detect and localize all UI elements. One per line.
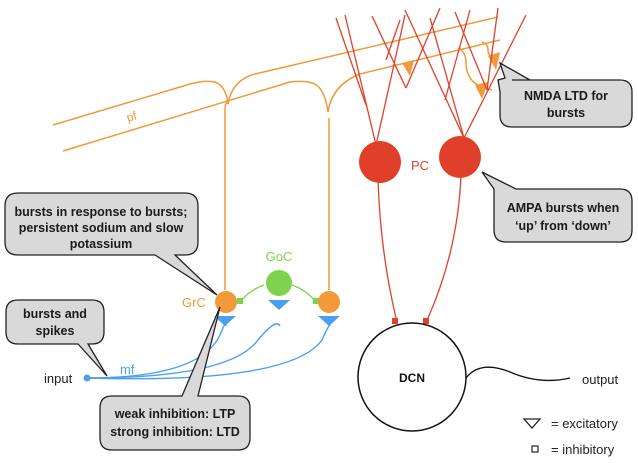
output-label: output xyxy=(582,372,619,387)
excitatory-synapse-icon xyxy=(402,60,414,76)
callout-line: AMPA bursts when xyxy=(507,201,620,215)
granule-cell-right xyxy=(318,291,340,313)
grc-axon-left xyxy=(224,102,229,290)
callout-line: bursts xyxy=(547,106,585,120)
purkinje-cell-left xyxy=(359,141,401,183)
pc-left-dendrite xyxy=(375,14,406,146)
input-terminal-icon xyxy=(83,374,91,382)
dcn-label: DCN xyxy=(399,371,425,385)
callout-inhibition: weak inhibition: LTP strong inhibition: … xyxy=(99,306,251,451)
pf-branch-1 xyxy=(457,47,493,91)
legend-excitatory-label: = excitatory xyxy=(551,416,618,431)
excitatory-legend-icon xyxy=(522,418,542,429)
pc-left-dendrite xyxy=(385,19,401,61)
parallel-fiber-upper xyxy=(52,80,229,126)
inhibitory-synapse-icon xyxy=(313,298,319,304)
parallel-fibers xyxy=(52,16,501,290)
callout-line: potassium xyxy=(70,237,133,251)
golgi-cell xyxy=(266,270,292,296)
goc-axon-right xyxy=(291,284,315,301)
pc-label: PC xyxy=(411,158,429,173)
pc-left-axon xyxy=(377,177,397,319)
pc-right-dendrite xyxy=(429,17,465,139)
input-label: input xyxy=(44,371,73,386)
callout-ampa: AMPA bursts when ‘up’ from ‘down’ xyxy=(481,171,633,243)
pc-right-axon xyxy=(427,174,462,319)
mf-label: mf xyxy=(120,362,135,377)
pc-right-dendrite xyxy=(404,9,465,139)
legend: = excitatory = inhibitory xyxy=(522,416,618,457)
pc-right-dendrite xyxy=(463,14,527,139)
callout-line: persistent sodium and slow xyxy=(19,221,184,235)
parallel-fiber-upper-right xyxy=(227,16,499,105)
callout-nmda: NMDA LTD for bursts xyxy=(497,61,633,128)
excitatory-synapse-icon xyxy=(214,316,236,326)
purkinje-cell-right xyxy=(439,136,481,178)
inhibitory-synapse-icon xyxy=(237,298,243,304)
goc-label: GoC xyxy=(266,249,293,264)
goc-axon-left xyxy=(241,284,265,301)
excitatory-synapse-icon xyxy=(268,300,290,310)
callout-line: bursts and xyxy=(23,307,87,321)
parallel-fiber-lower xyxy=(62,80,329,152)
pc-left-dendrite xyxy=(335,17,367,106)
mossy-fiber-3 xyxy=(86,324,331,380)
parallel-fiber-lower-right xyxy=(327,39,501,113)
callout-input-bursts: bursts and spikes xyxy=(5,299,108,377)
callout-line: NMDA LTD for xyxy=(524,89,608,103)
inhibitory-synapse-icon xyxy=(423,318,429,324)
pc-right-dendrite xyxy=(454,11,488,91)
inhibitory-synapse-icon xyxy=(392,318,398,324)
callout-line: ‘up’ from ‘down’ xyxy=(515,219,611,233)
callout-line: strong inhibition: LTD xyxy=(110,425,240,439)
callout-grc-bursts: bursts in response to bursts; persistent… xyxy=(4,192,218,296)
excitatory-synapse-icon xyxy=(318,316,340,326)
pf-label: pf xyxy=(125,108,139,125)
excitatory-synapse-icon xyxy=(475,82,488,99)
pc-left-dendrite xyxy=(344,14,377,146)
inhibitory-legend-icon xyxy=(531,445,539,453)
pc-right-dendrite xyxy=(486,7,499,91)
pc-right-dendrite xyxy=(444,9,471,101)
purkinje-dendrites xyxy=(335,7,527,319)
legend-inhibitory-label: = inhibitory xyxy=(551,442,615,457)
grc-label: GrC xyxy=(182,295,206,310)
dcn-output-axon xyxy=(465,366,571,382)
callout-line: spikes xyxy=(36,324,75,338)
callout-line: bursts in response to bursts; xyxy=(15,205,188,219)
mossy-fiber-2 xyxy=(86,323,281,379)
callout-line: weak inhibition: LTP xyxy=(114,407,236,421)
